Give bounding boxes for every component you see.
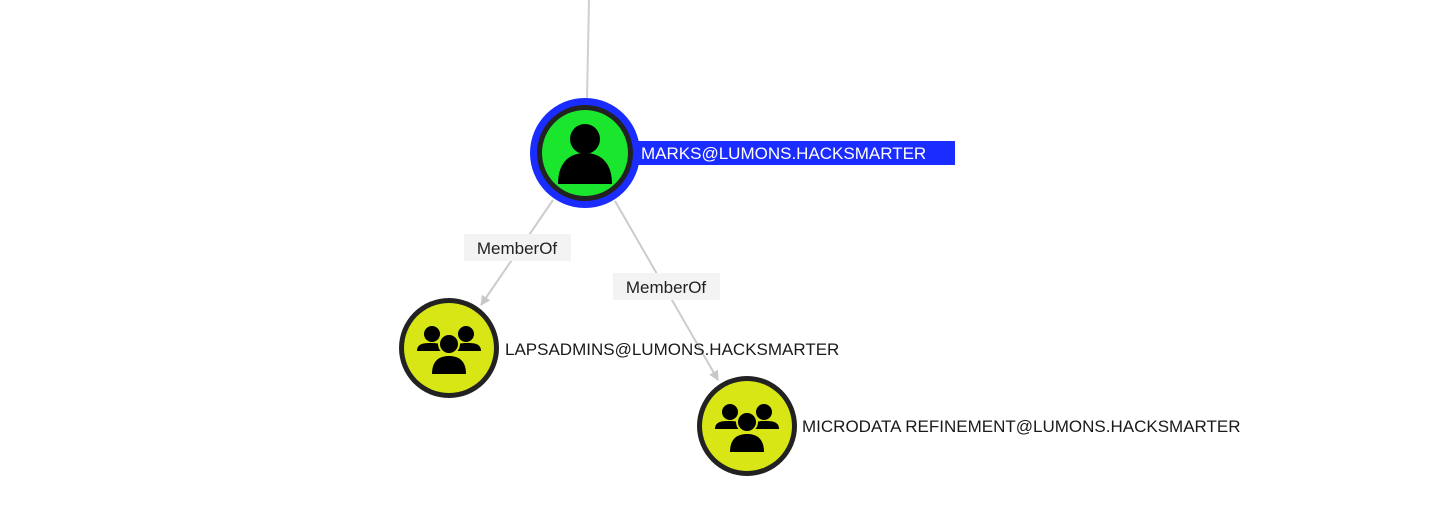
edge-label-memberof-2[interactable]: MemberOf	[613, 273, 720, 300]
edge-incoming[interactable]	[586, 0, 590, 99]
node-user-marks[interactable]: MARKS@LUMONS.HACKSMARTER	[530, 98, 955, 208]
node-label: LAPSADMINS@LUMONS.HACKSMARTER	[505, 340, 839, 359]
node-label-highlight	[636, 141, 955, 165]
node-group-microdata-refinement[interactable]: MICRODATA REFINEMENT@LUMONS.HACKSMARTER	[697, 376, 1241, 476]
edge-label-memberof-1[interactable]: MemberOf	[464, 234, 571, 261]
node-label: MARKS@LUMONS.HACKSMARTER	[641, 144, 926, 163]
edge-label-text: MemberOf	[626, 278, 707, 297]
node-label: MICRODATA REFINEMENT@LUMONS.HACKSMARTER	[802, 417, 1241, 436]
edge-label-text: MemberOf	[477, 239, 558, 258]
node-group-lapsadmins[interactable]: LAPSADMINS@LUMONS.HACKSMARTER	[399, 298, 839, 398]
